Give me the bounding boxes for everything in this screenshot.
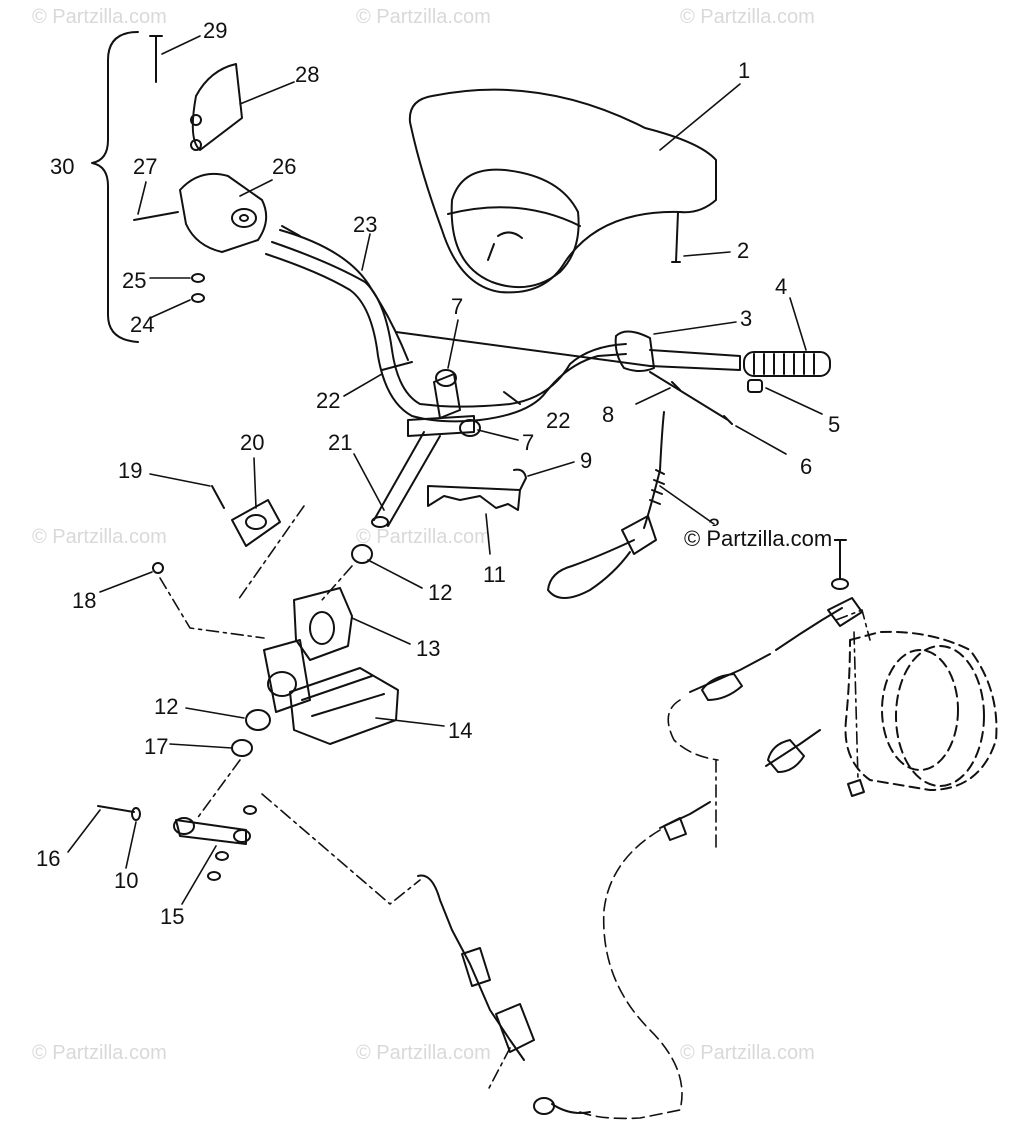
throttle-cable [660, 598, 862, 840]
screw-19 [212, 486, 224, 508]
callout-4: 4 [775, 274, 788, 299]
headlight-pod [410, 90, 716, 293]
handlebar-clamp [408, 370, 480, 436]
switch-housing-right [616, 331, 740, 371]
nut-18 [153, 563, 163, 573]
steering-post [372, 432, 440, 527]
callout-14: 14 [448, 718, 473, 743]
steering-support-13 [294, 588, 352, 660]
screw-27 [134, 212, 178, 220]
cable-tie-right [504, 392, 520, 404]
screw-8 [672, 382, 680, 390]
watermark: © Partzilla.com [356, 6, 491, 28]
watermark: © Partzilla.com [680, 6, 815, 28]
group-bracket [92, 32, 138, 342]
callout-16: 16 [36, 846, 61, 871]
callout-9: 9 [580, 448, 593, 473]
steering-arm-15 [174, 818, 250, 844]
callout-30: 30 [50, 154, 75, 179]
callout-22-right: 22 [546, 408, 571, 433]
nut-right [848, 780, 864, 796]
pivot-bracket [264, 640, 310, 712]
bolt-29 [150, 36, 162, 82]
callout-18: 18 [72, 588, 97, 613]
callout-11: 11 [483, 562, 506, 587]
callout-15: 15 [160, 904, 185, 929]
bracket-11 [428, 486, 520, 510]
bracket-28 [191, 64, 242, 150]
washer-25 [192, 274, 204, 282]
callout-23: 23 [353, 212, 378, 237]
watermark: © Partzilla.com [680, 1042, 815, 1064]
callout-7: 7 [451, 294, 464, 319]
hand-grip [744, 352, 830, 376]
callout-7-lower: 7 [522, 430, 535, 455]
nut-15c [208, 872, 220, 880]
tether-cord [548, 412, 664, 598]
callout-6: 6 [800, 454, 813, 479]
callout-21: 21 [328, 430, 353, 455]
screw-right [834, 540, 846, 578]
callout-17: 17 [144, 734, 169, 759]
watermark: © Partzilla.com [356, 1042, 491, 1064]
watermark: © Partzilla.com [32, 526, 167, 548]
washer-10 [132, 808, 140, 820]
callout-29: 29 [203, 18, 228, 43]
washer-17 [232, 740, 252, 756]
cable-tie-left [382, 362, 412, 370]
switch-housing-left [180, 174, 266, 252]
hidden-lines [160, 506, 870, 1118]
watermark: © Partzilla.com [356, 526, 491, 548]
callout-20: 20 [240, 430, 265, 455]
leader-lines [68, 36, 822, 904]
steering-cable [418, 876, 590, 1115]
callout-12-lower: 12 [154, 694, 179, 719]
callout-1: 1 [738, 58, 751, 83]
callout-8: 8 [602, 402, 615, 427]
nut-15d [244, 806, 256, 814]
handlebar [266, 226, 650, 421]
bushing-upper-12 [352, 545, 372, 563]
watermark: © Partzilla.com [32, 6, 167, 28]
callout-10: 10 [114, 868, 139, 893]
callout-13: 13 [416, 636, 441, 661]
callout-5: 5 [828, 412, 841, 437]
bushing-lower-12 [246, 710, 270, 730]
nut-15b [216, 852, 228, 860]
callout-2: 2 [737, 238, 750, 263]
screw-9 [514, 470, 526, 490]
callout-3: 3 [740, 306, 753, 331]
callout-24: 24 [130, 312, 155, 337]
callout-28: 28 [295, 62, 320, 87]
callout-26: 26 [272, 154, 297, 179]
callout-19: 19 [118, 458, 143, 483]
grip-end-plug [748, 380, 762, 392]
bolt-16 [98, 806, 134, 812]
watermark: © Partzilla.com [32, 1042, 167, 1064]
callout-25: 25 [122, 268, 147, 293]
washer-right [832, 579, 848, 589]
callout-22: 22 [316, 388, 341, 413]
nut-24 [192, 294, 204, 302]
callout-27: 27 [133, 154, 158, 179]
screw-6 [650, 372, 732, 424]
partzilla-credit: © Partzilla.com [682, 526, 835, 552]
screw-2 [672, 212, 680, 262]
phantom-housing [846, 632, 997, 790]
callout-12: 12 [428, 580, 453, 605]
